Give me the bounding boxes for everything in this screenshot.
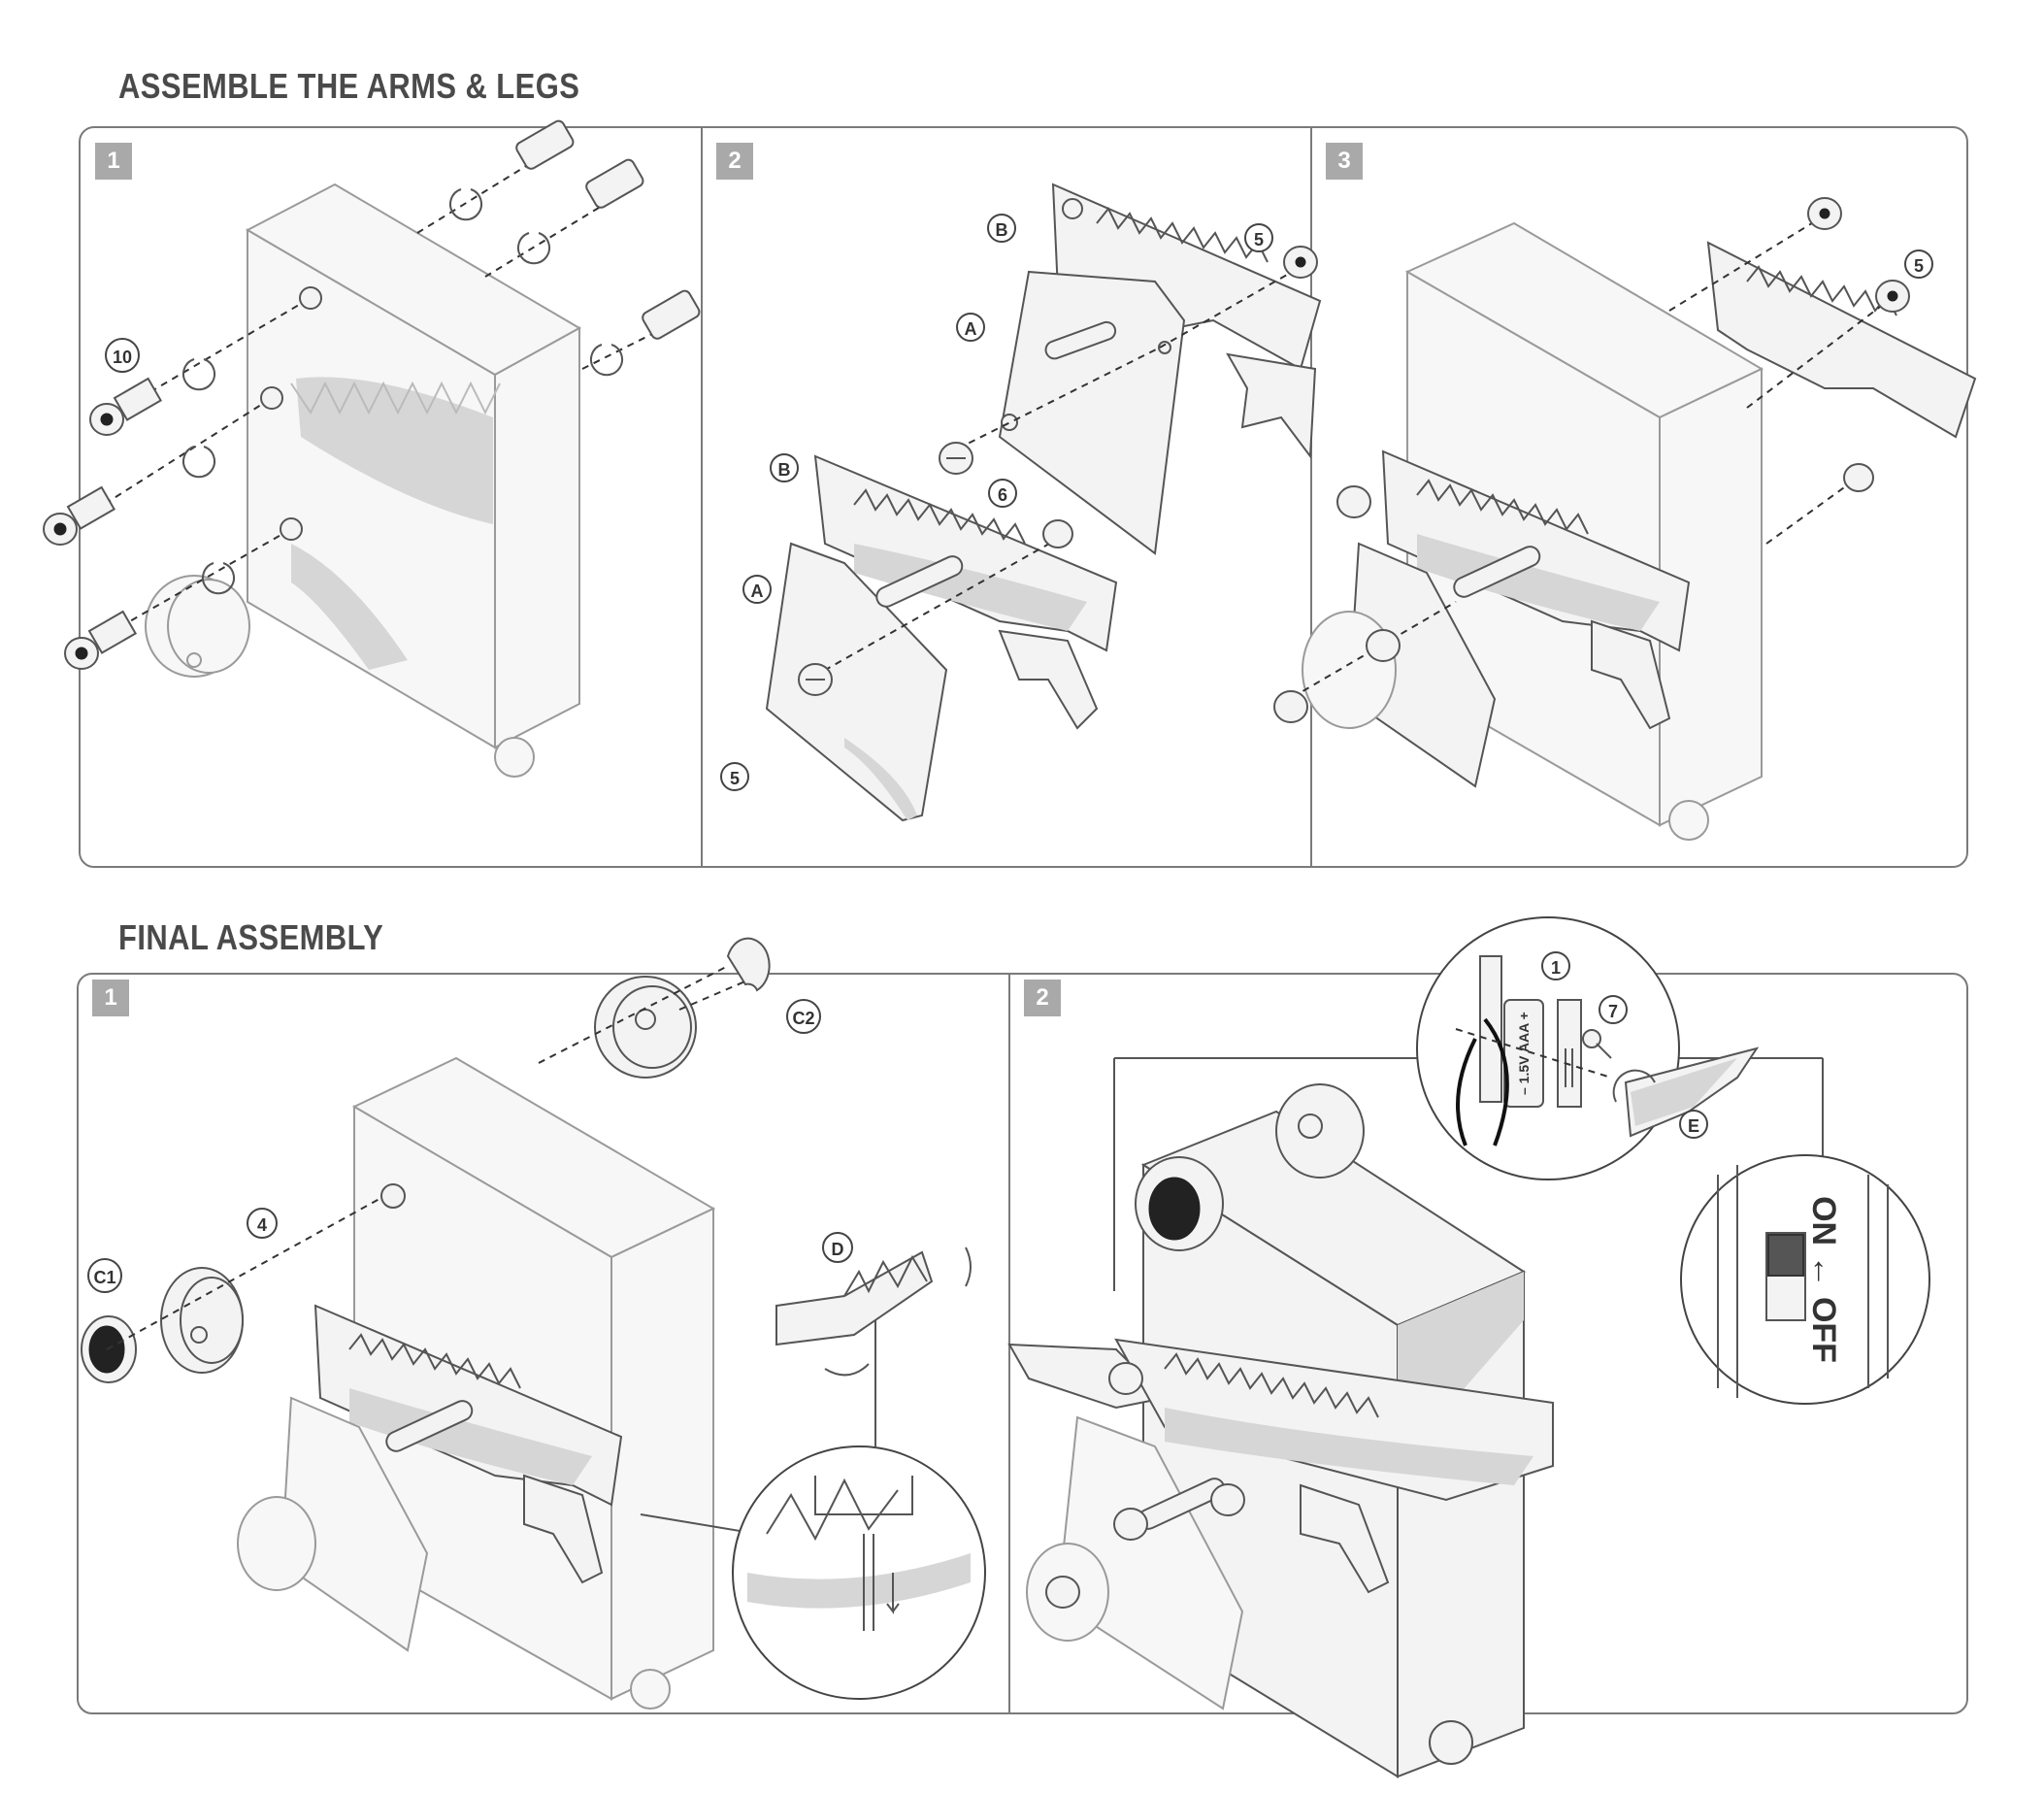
panel-divider [701,127,703,867]
box-body-step1 [245,183,582,749]
step-badge-2: 2 [716,143,753,180]
detail-zoom-final-step1 [732,1445,986,1700]
svg-text:E: E [1688,1116,1699,1136]
callout-5-lower: 5 [720,762,749,791]
svg-text:10: 10 [113,348,132,367]
panel-divider [1310,127,1312,867]
section-title-final-assembly: FINAL ASSEMBLY [118,917,384,957]
callout-b-upper: B [987,214,1016,243]
callout-c1: C1 [87,1258,122,1293]
svg-text:5: 5 [730,769,740,788]
svg-text:C1: C1 [93,1268,115,1287]
tab-part-d [640,1246,972,1535]
section-title-arms-legs: ASSEMBLE THE ARMS & LEGS [118,66,580,106]
svg-text:A: A [751,581,764,601]
step-badge-final-1: 1 [92,980,129,1016]
callout-b-lower: B [770,453,799,482]
dashed-guides-step2 [812,266,1302,678]
svg-text:6: 6 [998,485,1007,505]
svg-text:5: 5 [1254,230,1264,249]
callout-5-upper: 5 [1244,223,1273,252]
svg-text:D: D [832,1240,844,1259]
callout-5-step3: 5 [1904,249,1933,279]
final-assembly-panel [77,973,1968,1714]
step-badge-3: 3 [1326,143,1363,180]
callout-a-lower: A [742,575,772,604]
callout-4: 4 [247,1208,278,1239]
svg-text:1: 1 [1551,958,1561,978]
arms-legs-panel [79,126,1968,868]
wheel-final-step1 [538,937,771,1079]
svg-text:4: 4 [257,1215,267,1235]
arm-parts-step2 [765,183,1322,822]
callout-6: 6 [988,479,1017,508]
svg-text:A: A [965,319,977,339]
switch-zoom: ON ← OFF [1680,1154,1930,1405]
svg-text:5: 5 [1914,256,1924,276]
svg-text:C2: C2 [792,1009,814,1028]
robot-final-step1 [237,1056,716,1710]
battery-zoom: – 1.5V AAA + [1416,916,1760,1180]
callout-d: D [822,1232,853,1263]
screws-step3 [1273,197,1910,723]
svg-text:7: 7 [1608,1002,1618,1021]
callout-7: 7 [1599,995,1628,1024]
robot-final-step2 [1007,1057,1824,1778]
callout-1: 1 [1541,951,1570,980]
screws-step2 [798,246,1318,696]
screws-step1 [43,119,701,670]
robot-step3 [1302,221,1977,841]
svg-text:B: B [996,220,1008,240]
wheel-step1 [145,575,535,778]
callout-c2: C2 [786,999,821,1034]
battery-label: – 1.5V AAA + [1516,1012,1532,1095]
svg-text:B: B [778,460,791,480]
eye-parts-final-step1 [81,1183,406,1383]
callout-10: 10 [105,338,140,373]
callout-e: E [1679,1110,1708,1139]
step-badge-final-2: 2 [1024,980,1061,1016]
step-badge-1: 1 [95,143,132,180]
switch-on-off-label: ON ← OFF [1805,1196,1842,1363]
callout-a-upper: A [956,313,985,342]
